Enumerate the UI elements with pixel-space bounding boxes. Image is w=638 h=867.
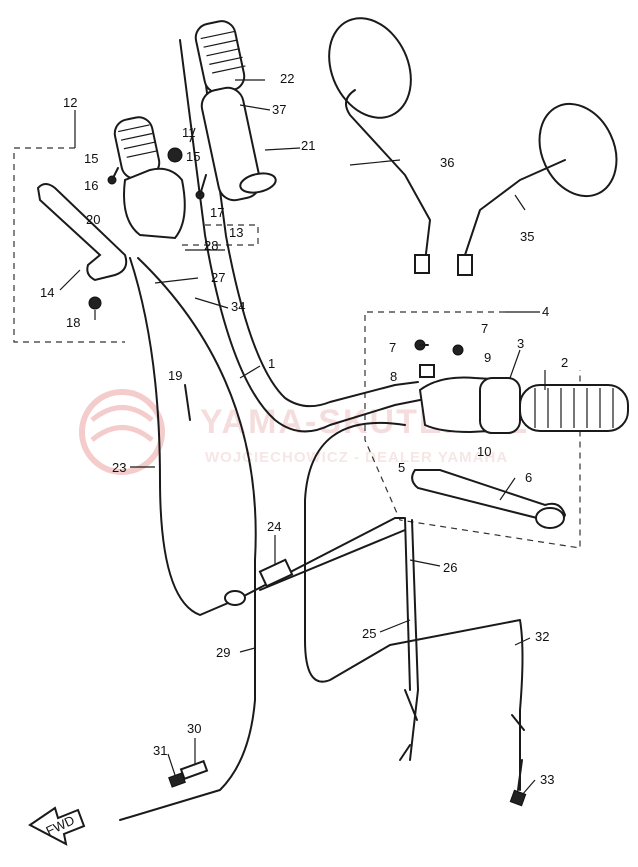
callout-11: 11 <box>182 125 196 140</box>
callout-8: 8 <box>390 369 397 384</box>
callout-1: 1 <box>268 356 275 371</box>
callout-33: 33 <box>540 772 554 787</box>
callout-17: 17 <box>210 205 224 220</box>
callout-10: 10 <box>477 444 491 459</box>
cable-adjuster-24 <box>258 558 294 588</box>
cable-25 <box>409 519 419 761</box>
watermark-logo-swoosh <box>90 405 154 442</box>
callout-22: 22 <box>280 71 294 86</box>
left-switch-housing <box>107 116 207 240</box>
callout-labels: 1 2 3 4 5 6 7 7 8 9 10 11 12 13 14 15 15… <box>40 71 568 787</box>
callout-5: 5 <box>398 460 405 475</box>
callout-15b: 15 <box>186 149 200 164</box>
callout-29: 29 <box>216 645 230 660</box>
callout-20: 20 <box>86 212 100 227</box>
callout-15a: 15 <box>84 151 98 166</box>
callout-16: 16 <box>84 178 98 193</box>
callout-36: 36 <box>440 155 454 170</box>
callout-12: 12 <box>63 95 77 110</box>
cable-29 <box>119 257 257 821</box>
callout-32: 32 <box>535 629 549 644</box>
right-throttle-assembly <box>414 339 629 434</box>
watermark-logo <box>79 389 165 475</box>
callout-31: 31 <box>153 743 167 758</box>
group-box-left-right <box>182 224 259 246</box>
mirror-36 <box>328 17 431 274</box>
cable-fitting-30 <box>179 759 209 781</box>
callout-26: 26 <box>443 560 457 575</box>
callout-27: 27 <box>211 270 225 285</box>
left-grip-assembly-upper <box>194 20 277 202</box>
throttle-cable-24 <box>239 517 411 691</box>
callout-34: 34 <box>231 299 245 314</box>
callout-25: 25 <box>362 626 376 641</box>
cable-26 <box>304 421 524 791</box>
mirror-35 <box>457 102 618 276</box>
callout-14: 14 <box>40 285 54 300</box>
callout-6: 6 <box>525 470 532 485</box>
cable-fitting <box>224 590 246 606</box>
fwd-arrow: FWD <box>28 806 86 846</box>
callout-13: 13 <box>229 225 243 240</box>
callout-3: 3 <box>517 336 524 351</box>
cable-fitting-31 <box>168 772 186 788</box>
cable-end-32 <box>511 714 525 791</box>
cable-23 <box>129 257 236 616</box>
callout-18: 18 <box>66 315 80 330</box>
wire-19 <box>184 384 191 421</box>
callout-28: 28 <box>204 238 218 253</box>
callout-21: 21 <box>301 138 315 153</box>
callout-2: 2 <box>561 355 568 370</box>
group-box-right <box>364 311 581 549</box>
watermark-subtitle: WOJCIECHOWICZ - DEALER YAMAHA <box>205 449 508 466</box>
cable-end-25 <box>399 689 418 761</box>
callout-9: 9 <box>484 350 491 365</box>
callout-30: 30 <box>187 721 201 736</box>
callout-7a: 7 <box>389 340 396 355</box>
handlebar <box>179 39 421 433</box>
lever-nut <box>88 296 102 310</box>
brake-lever-tip <box>535 507 565 529</box>
callout-37: 37 <box>272 102 286 117</box>
callout-35: 35 <box>520 229 534 244</box>
nut-33 <box>509 789 527 807</box>
clutch-lever <box>36 183 128 282</box>
callout-7b: 7 <box>481 321 488 336</box>
callout-4: 4 <box>542 304 549 319</box>
group-box-left <box>13 147 125 343</box>
leader-lines <box>59 79 546 796</box>
callout-24: 24 <box>267 519 281 534</box>
callout-19: 19 <box>168 368 182 383</box>
callout-23: 23 <box>112 460 126 475</box>
